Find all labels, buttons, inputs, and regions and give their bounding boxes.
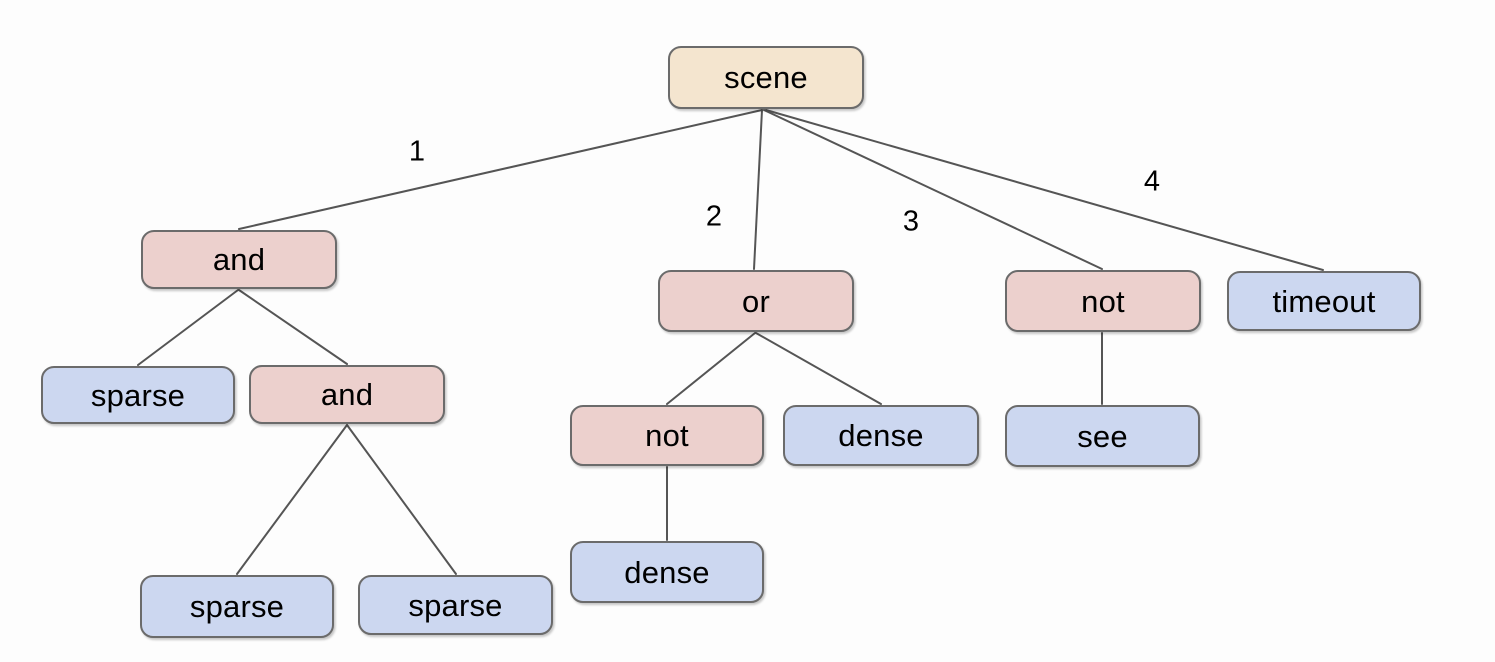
tree-edge-scene-to-or1 xyxy=(753,109,763,270)
tree-node-scene[interactable]: scene xyxy=(668,46,864,109)
tree-edge-or1-to-dense1 xyxy=(755,332,882,405)
tree-node-sparse1[interactable]: sparse xyxy=(41,366,235,424)
tree-node-or1[interactable]: or xyxy=(658,270,854,332)
tree-node-label: or xyxy=(742,283,770,319)
tree-edge-or1-to-not2 xyxy=(666,332,756,405)
tree-edge-scene-to-timeout1 xyxy=(765,109,1324,271)
tree-node-sparse2[interactable]: sparse xyxy=(140,575,334,638)
tree-node-label: scene xyxy=(724,60,808,95)
edge-label-1: 1 xyxy=(408,135,426,168)
tree-node-label: dense xyxy=(838,418,924,453)
tree-node-label: not xyxy=(645,418,689,453)
tree-edge-and2-to-sparse2 xyxy=(236,424,348,575)
edge-label-2: 2 xyxy=(705,200,723,233)
tree-node-dense1[interactable]: dense xyxy=(783,405,979,466)
tree-edge-and1-to-and2 xyxy=(238,289,348,365)
edge-label-3: 3 xyxy=(902,205,920,238)
tree-node-and1[interactable]: and xyxy=(141,230,337,289)
tree-edge-scene-to-and1 xyxy=(238,109,763,230)
tree-node-see1[interactable]: see xyxy=(1005,405,1200,467)
tree-node-timeout1[interactable]: timeout xyxy=(1227,271,1421,331)
tree-node-and2[interactable]: and xyxy=(249,365,445,424)
tree-node-not2[interactable]: not xyxy=(570,405,764,466)
tree-node-label: sparse xyxy=(408,587,503,623)
tree-node-label: timeout xyxy=(1272,283,1376,319)
tree-node-label: and xyxy=(320,377,374,412)
tree-node-label: and xyxy=(212,242,266,277)
tree-edge-and1-to-sparse1 xyxy=(137,289,239,366)
tree-node-label: sparse xyxy=(90,377,186,413)
tree-node-sparse3[interactable]: sparse xyxy=(358,575,553,635)
tree-node-dense2[interactable]: dense xyxy=(570,541,764,603)
tree-node-label: see xyxy=(1077,418,1128,454)
tree-node-label: dense xyxy=(624,554,710,590)
tree-edge-and2-to-sparse3 xyxy=(346,424,457,575)
tree-node-not1[interactable]: not xyxy=(1005,270,1201,332)
tree-node-label: sparse xyxy=(189,589,285,624)
tree-edge-scene-to-not1 xyxy=(763,109,1103,270)
edge-label-4: 4 xyxy=(1143,165,1161,198)
tree-node-label: not xyxy=(1081,283,1125,319)
